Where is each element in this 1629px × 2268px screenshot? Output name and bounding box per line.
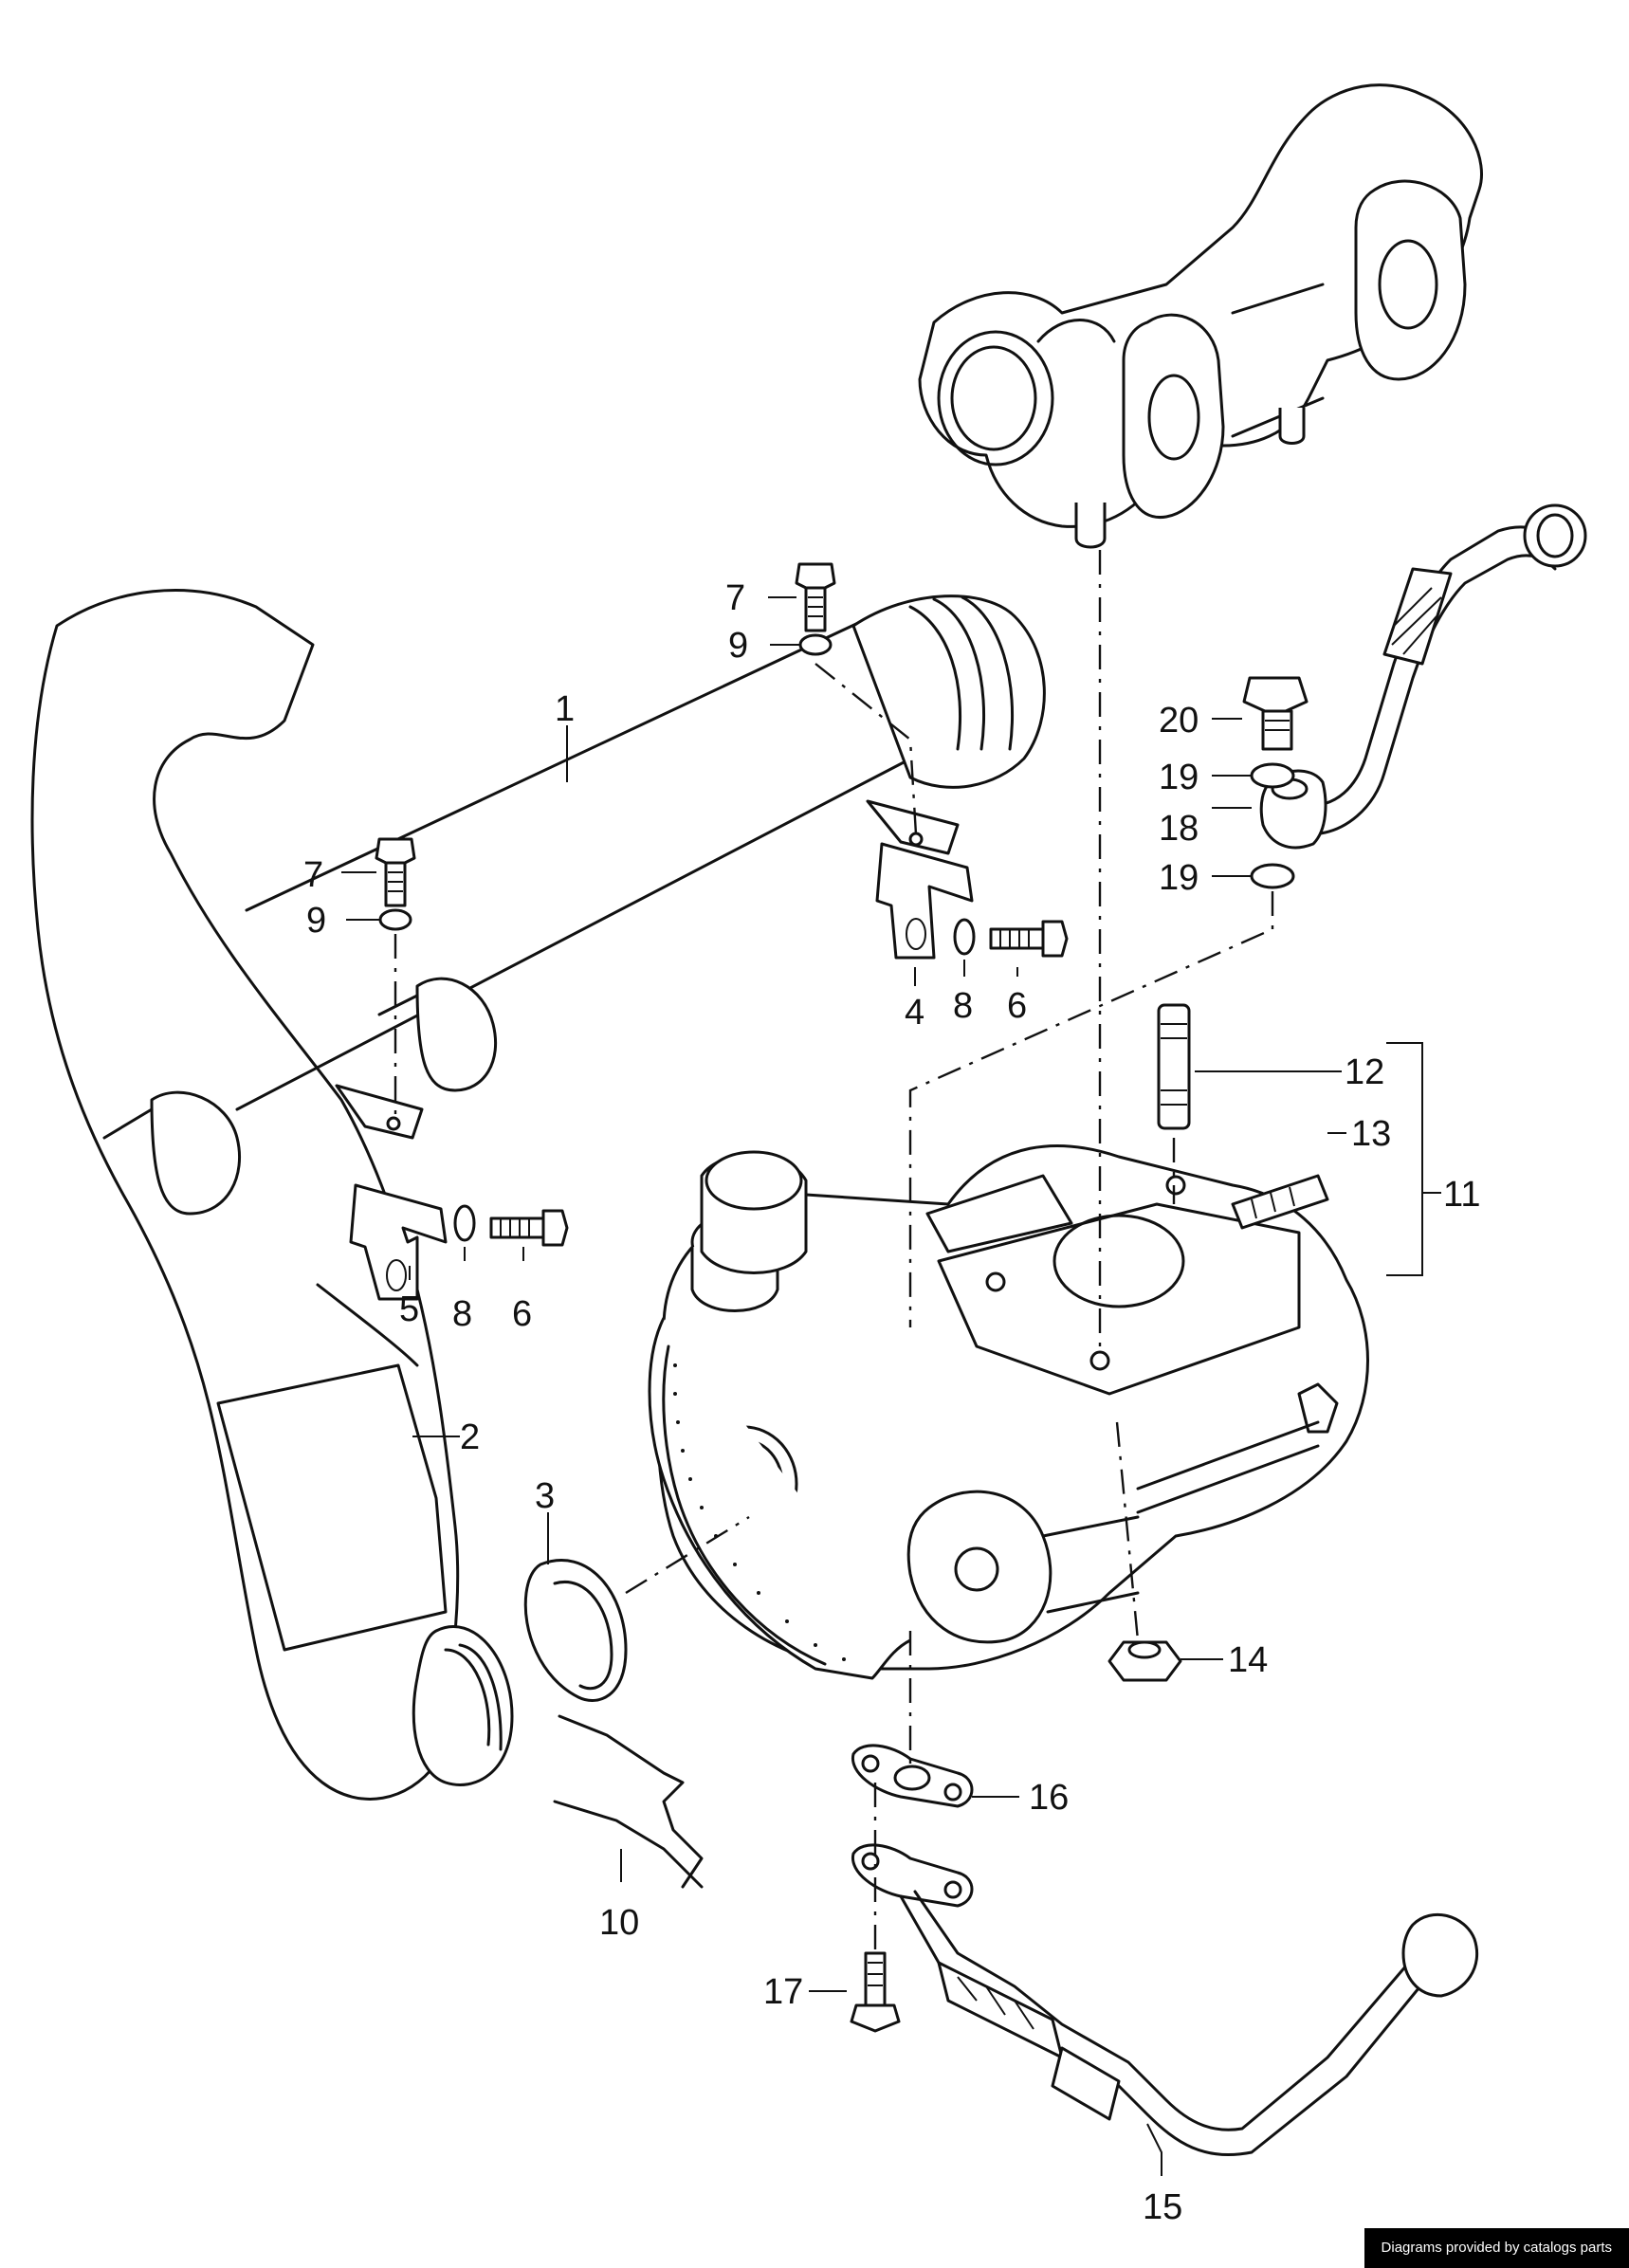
credit-banner: Diagrams provided by catalogs parts — [1364, 2228, 1629, 2268]
turbocharger — [648, 1144, 1369, 1680]
banjo-bolt-20 — [1242, 676, 1309, 751]
callout-13: 13 — [1351, 1114, 1391, 1154]
bolt-6-upper — [953, 918, 1069, 958]
seal-19-lower — [1250, 863, 1295, 889]
bolt-17 — [850, 1951, 901, 2033]
callout-4: 4 — [905, 993, 924, 1033]
callout-6-upper: 6 — [1007, 986, 1027, 1026]
bolt-6-lower — [453, 1204, 569, 1247]
callout-17: 17 — [763, 1972, 803, 2012]
callout-8-lower: 8 — [452, 1294, 472, 1334]
seal-10 — [553, 1714, 704, 1889]
callout-5: 5 — [399, 1289, 419, 1329]
callout-1: 1 — [555, 689, 575, 729]
callout-14: 14 — [1228, 1640, 1268, 1680]
oil-feed-line — [1259, 503, 1587, 850]
washer-9-lower — [378, 908, 412, 931]
callout-11: 11 — [1443, 1175, 1480, 1215]
air-pipe — [235, 594, 1046, 1111]
callout-9-lower: 9 — [306, 901, 326, 941]
exhaust-manifold — [918, 83, 1483, 549]
callout-16: 16 — [1029, 1778, 1069, 1818]
charge-air-hose — [30, 589, 514, 1801]
flange-gasket-16 — [851, 1744, 974, 1808]
gasket-3 — [523, 1559, 628, 1702]
nut-14 — [1107, 1640, 1182, 1682]
callout-leaders — [341, 596, 1441, 2176]
oil-return-line — [851, 1843, 1479, 2157]
callout-10: 10 — [599, 1903, 639, 1943]
callout-12: 12 — [1345, 1052, 1384, 1092]
stud-13 — [1231, 1174, 1329, 1230]
callout-7-upper: 7 — [725, 578, 745, 618]
callout-3: 3 — [535, 1476, 555, 1516]
callout-6-lower: 6 — [512, 1294, 532, 1334]
callout-8-upper: 8 — [953, 986, 973, 1026]
callout-9-upper: 9 — [728, 626, 748, 666]
callout-20: 20 — [1159, 701, 1199, 741]
callout-15: 15 — [1143, 2187, 1182, 2227]
bracket-lower — [335, 1084, 448, 1301]
callout-19-upper: 19 — [1159, 758, 1199, 797]
stud-12 — [1157, 1003, 1191, 1130]
callout-2: 2 — [460, 1418, 480, 1457]
seal-19-upper — [1250, 762, 1295, 789]
washer-9-upper — [798, 633, 833, 656]
bolt-7-upper — [795, 562, 836, 632]
callout-19-lower: 19 — [1159, 858, 1199, 898]
bracket-upper — [866, 799, 974, 960]
callout-7-lower: 7 — [303, 855, 323, 895]
callout-18: 18 — [1159, 809, 1199, 849]
cooling-hose-dots — [673, 1363, 846, 1661]
bolt-7-lower — [375, 837, 416, 907]
assembly-centerlines — [394, 550, 1274, 1953]
callout-labels: 1 2 3 4 5 6 6 7 7 8 8 9 9 10 11 12 13 14… — [303, 578, 1480, 2227]
